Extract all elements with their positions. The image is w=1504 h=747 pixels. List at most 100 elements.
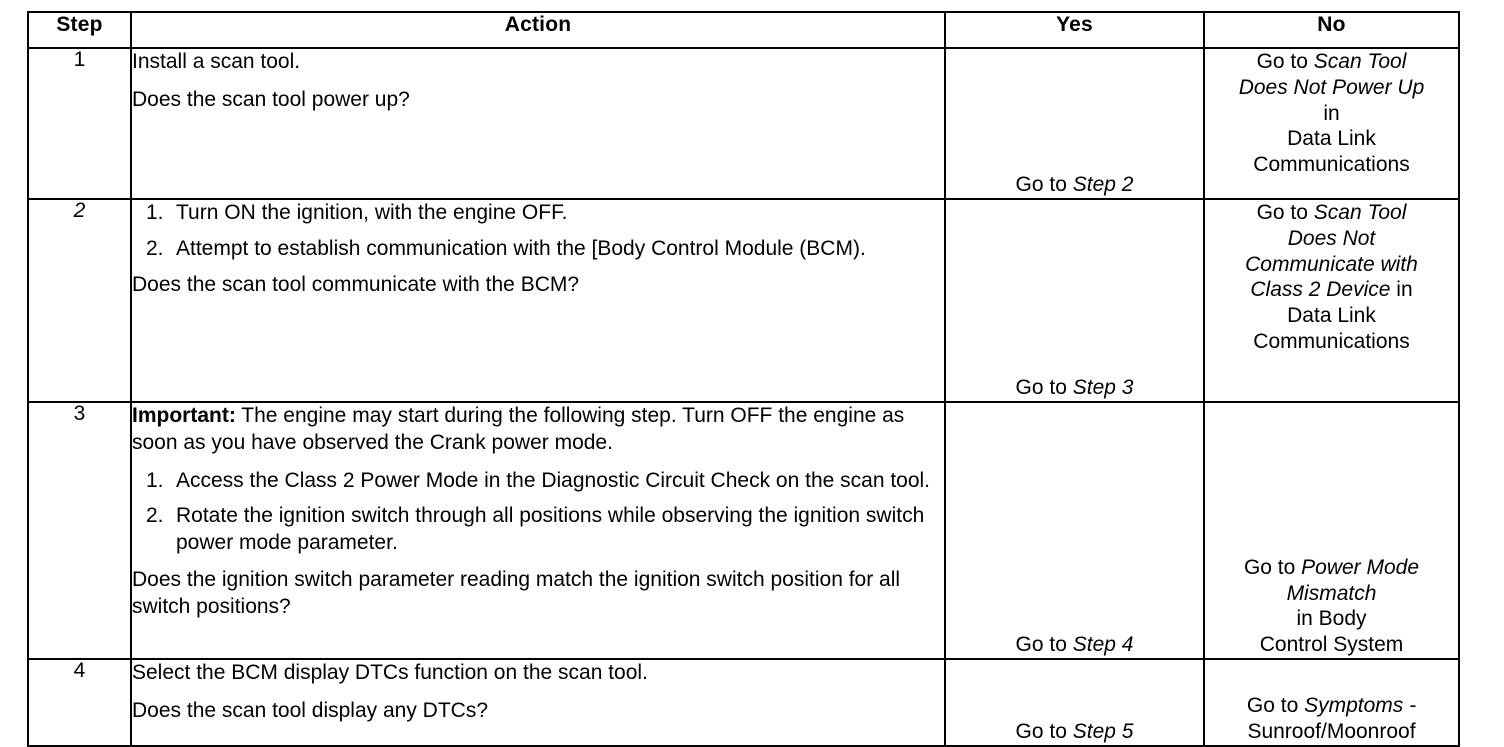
branch-text: Communications (1253, 330, 1410, 354)
action-question: Does the scan tool power up? (132, 87, 410, 111)
action-step-number: 2. (146, 504, 164, 528)
branch-text: Go to (1256, 201, 1314, 224)
table-row: 1 Install a scan tool.Does the scan tool … (27, 47, 1460, 200)
yes-branch-cell: Go to Step 2 (944, 47, 1205, 200)
table-row: 4 Select the BCM display DTCs function on… (27, 658, 1460, 747)
branch-line: in Body (1205, 606, 1458, 632)
yes-branch-cell: Go to Step 5 (944, 658, 1205, 747)
branch-text: Go to (1015, 173, 1073, 197)
action-step-item: 2. Attempt to establish communication wit… (132, 236, 944, 263)
important-text: The engine may start during the followin… (132, 404, 905, 454)
branch-line: Go to Step 2 (946, 172, 1203, 198)
branch-line: Mismatch (1205, 581, 1458, 607)
action-step-text: Attempt to establish communication with … (176, 236, 866, 260)
branch-text: Data Link (1287, 127, 1376, 151)
branch-line: Sunroof/Moonroof (1205, 719, 1458, 745)
branch-reference: Power Mode (1301, 555, 1420, 579)
step-number-cell: 1 (27, 47, 132, 200)
branch-reference: Does Not Power Up (1238, 75, 1425, 99)
branch-line: Go to Scan Tool (1205, 200, 1458, 226)
branch-reference: Scan Tool (1313, 201, 1407, 224)
action-question: Does the ignition switch parameter readi… (132, 567, 901, 618)
branch-line: Go to Step 5 (946, 719, 1203, 745)
branch-text: in Body (1296, 607, 1367, 631)
branch-text: Control System (1259, 633, 1404, 657)
table-row: 2 1. Turn ON the ignition, with the engine… (27, 198, 1460, 403)
action-step-item: 1. Turn ON the ignition, with the engine … (132, 200, 944, 227)
branch-line: Go to Step 3 (946, 375, 1203, 401)
step-number: 2 (73, 199, 86, 222)
action-cell: Install a scan tool.Does the scan tool p… (130, 47, 946, 200)
action-step-item: 1.Access the Class 2 Power Mode in the D… (132, 468, 944, 495)
action-cell: 1. Turn ON the ignition, with the engine … (130, 198, 946, 403)
action-step-text: Turn ON the ignition, with the engine OF… (176, 201, 568, 224)
branch-reference: Step 5 (1072, 720, 1134, 744)
step-number-cell: 4 (27, 658, 132, 747)
branch-reference: Does Not (1287, 226, 1376, 250)
step-number: 1 (73, 48, 86, 71)
important-note: Important: The engine may start during t… (132, 403, 944, 457)
branch-line: Does Not (1205, 226, 1458, 252)
branch-text: Sunroof/Moonroof (1247, 720, 1416, 744)
action-step-number: 1. (146, 201, 164, 224)
branch-reference: Scan Tool (1313, 50, 1407, 73)
step-number-cell: 3 (27, 401, 132, 660)
branch-line: Go to Symptoms - (1205, 693, 1458, 719)
branch-reference: Step 2 (1072, 173, 1134, 197)
action-step-list: 1.Access the Class 2 Power Mode in the D… (132, 468, 944, 557)
branch-reference: Communicate with (1245, 252, 1418, 276)
branch-text-suffix: in (1390, 278, 1413, 302)
yes-branch-cell: Go to Step 3 (944, 198, 1205, 403)
branch-line: Control System (1205, 632, 1458, 658)
action-step-number: 2. (146, 236, 164, 260)
step-number: 4 (73, 659, 86, 682)
action-step-text: Access the Class 2 Power Mode in the Dia… (176, 468, 931, 492)
action-step-list: 1. Turn ON the ignition, with the engine … (132, 200, 944, 262)
branch-line: Data Link (1205, 126, 1458, 152)
branch-reference: Step 4 (1072, 633, 1134, 657)
branch-line: Communications (1205, 329, 1458, 355)
branch-reference: Mismatch (1286, 581, 1377, 605)
action-cell: Select the BCM display DTCs function on … (130, 658, 946, 747)
branch-line: Communicate with (1205, 252, 1458, 278)
branch-line: Go to Power Mode (1205, 555, 1458, 581)
column-header-no: No (1203, 11, 1460, 49)
branch-text: Go to (1256, 50, 1314, 73)
branch-text: Go to (1015, 720, 1073, 744)
action-question: Does the scan tool communicate with the … (132, 273, 580, 297)
branch-text: Go to (1246, 694, 1305, 718)
header-row: Step Action Yes No (27, 11, 1460, 49)
diagnostic-table: Step Action Yes No 1 Install a scan tool.… (27, 11, 1460, 747)
branch-line: Data Link (1205, 303, 1458, 329)
branch-line: Does Not Power Up (1205, 75, 1458, 101)
no-branch-cell: Go to Symptoms -Sunroof/Moonroof (1203, 658, 1460, 747)
table-header: Step Action Yes No (27, 11, 1460, 49)
column-header-yes: Yes (944, 11, 1205, 49)
branch-text: Go to (1243, 555, 1302, 579)
branch-text: Data Link (1287, 304, 1376, 328)
branch-reference: Class 2 Device (1250, 278, 1391, 302)
action-step-item: 2.Rotate the ignition switch through all… (132, 503, 944, 556)
branch-line: Go to Scan Tool (1205, 49, 1458, 75)
action-question: Does the scan tool display any DTCs? (132, 698, 489, 722)
table-body: 1 Install a scan tool.Does the scan tool … (27, 47, 1460, 747)
column-header-step: Step (27, 11, 132, 49)
branch-text: Go to (1015, 376, 1073, 400)
action-paragraph: Select the BCM display DTCs function on … (132, 661, 648, 684)
yes-branch-cell: Go to Step 4 (944, 401, 1205, 660)
branch-text: Communications (1253, 153, 1410, 177)
important-label: Important: (132, 404, 236, 427)
branch-line: Communications (1205, 152, 1458, 178)
branch-line: Class 2 Device in (1205, 277, 1458, 303)
branch-text: Go to (1015, 633, 1073, 657)
branch-text: in (1323, 101, 1340, 125)
step-number-cell: 2 (27, 198, 132, 403)
branch-reference: Step 3 (1072, 376, 1134, 400)
branch-line: in (1205, 101, 1458, 127)
action-cell: Important: The engine may start during t… (130, 401, 946, 660)
